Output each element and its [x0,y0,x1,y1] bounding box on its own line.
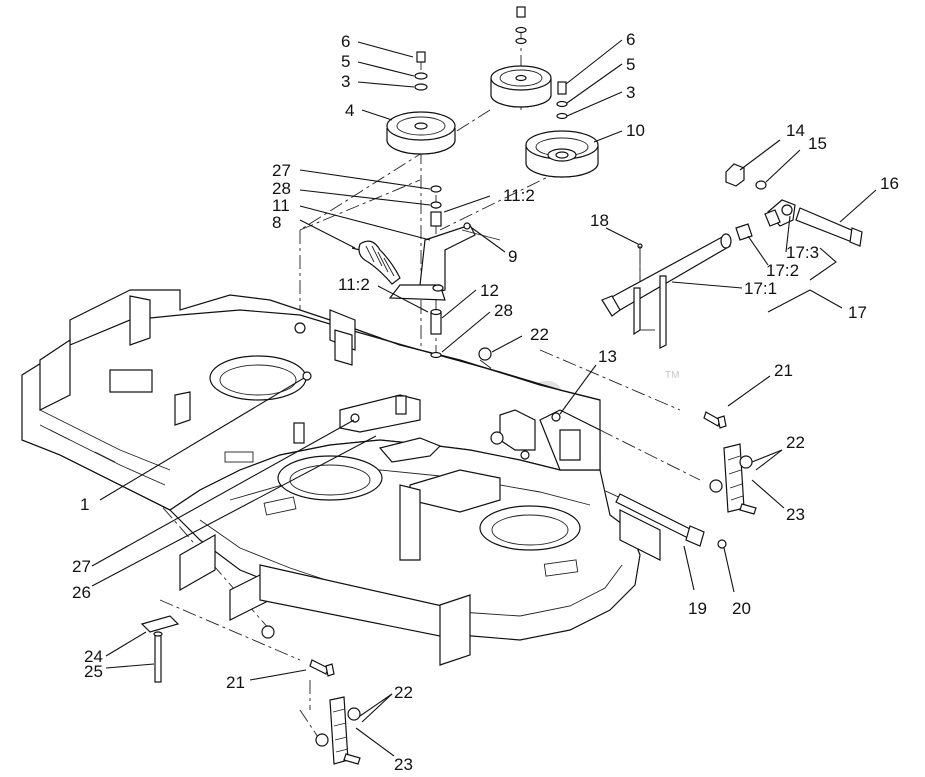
callout-labels: 6 5 3 4 6 5 3 10 27 28 11 8 11:2 9 11:2 … [72,30,899,774]
pulley-top-center [490,6,552,108]
pulley-4 [386,111,456,155]
bolt-21-right [703,411,727,429]
callout-23: 23 [394,755,413,774]
callout-17-1: 17:1 [744,279,777,298]
bolt-washer-stack-left [414,51,428,91]
deck-hardware [261,347,561,639]
bolt-9 [463,222,471,230]
callout-27: 27 [72,557,91,576]
callout-17-3: 17:3 [786,243,819,262]
callout-11-2: 11:2 [503,186,535,205]
callout-10: 10 [626,121,645,140]
callout-6: 6 [626,30,635,49]
callout-11-2: 11:2 [338,275,370,294]
callout-16: 16 [880,174,899,193]
callout-11: 11 [272,196,290,215]
callout-22: 22 [394,683,413,702]
callout-17: 17 [848,303,867,322]
idler-arm-11 [388,185,501,301]
pulley-10 [525,81,599,178]
bolt-16 [795,207,863,247]
callout-20: 20 [732,599,751,618]
callout-12: 12 [480,281,499,300]
callout-21: 21 [774,361,793,380]
callout-3: 3 [341,72,350,91]
callout-5: 5 [341,52,350,71]
callout-14: 14 [786,121,805,140]
callout-28: 28 [272,179,291,198]
nuts-22-bottom [315,707,361,765]
callout-26: 26 [72,583,91,602]
callout-27: 27 [272,161,291,180]
spring-8 [351,240,401,285]
bolt-21-bottom [309,659,335,677]
watermark-tm: TM [665,370,679,381]
bolt-20 [717,539,727,549]
leader-lines [91,39,877,757]
callout-25: 25 [84,662,103,681]
callout-19: 19 [688,599,707,618]
callout-8: 8 [272,213,281,232]
callout-5: 5 [626,55,635,74]
callout-28: 28 [494,301,513,320]
plate-23-right [723,443,745,513]
callout-23: 23 [786,505,805,524]
mower-deck-housing [21,289,661,666]
rod-19 [615,493,705,547]
nut-14-washer-15 [725,163,767,190]
callout-4: 4 [345,101,354,120]
plate-23-bottom [329,696,349,765]
callout-24: 24 [84,647,103,666]
rod-end-17-3 [764,199,796,227]
callout-9: 9 [508,247,517,266]
callout-13: 13 [598,347,617,366]
bracket-24 [140,615,180,633]
callout-21: 21 [226,673,245,692]
tie-rod-17 [601,233,732,349]
callout-22: 22 [786,433,805,452]
bushing-12 [430,308,442,359]
callout-6: 6 [341,32,350,51]
callout-17-2: 17:2 [766,261,799,280]
callout-15: 15 [808,134,827,153]
pin-25 [153,631,163,683]
callout-1: 1 [80,495,89,514]
callout-3: 3 [626,83,635,102]
callout-22: 22 [530,325,549,344]
nuts-22-right [709,455,757,515]
callout-18: 18 [590,211,609,230]
